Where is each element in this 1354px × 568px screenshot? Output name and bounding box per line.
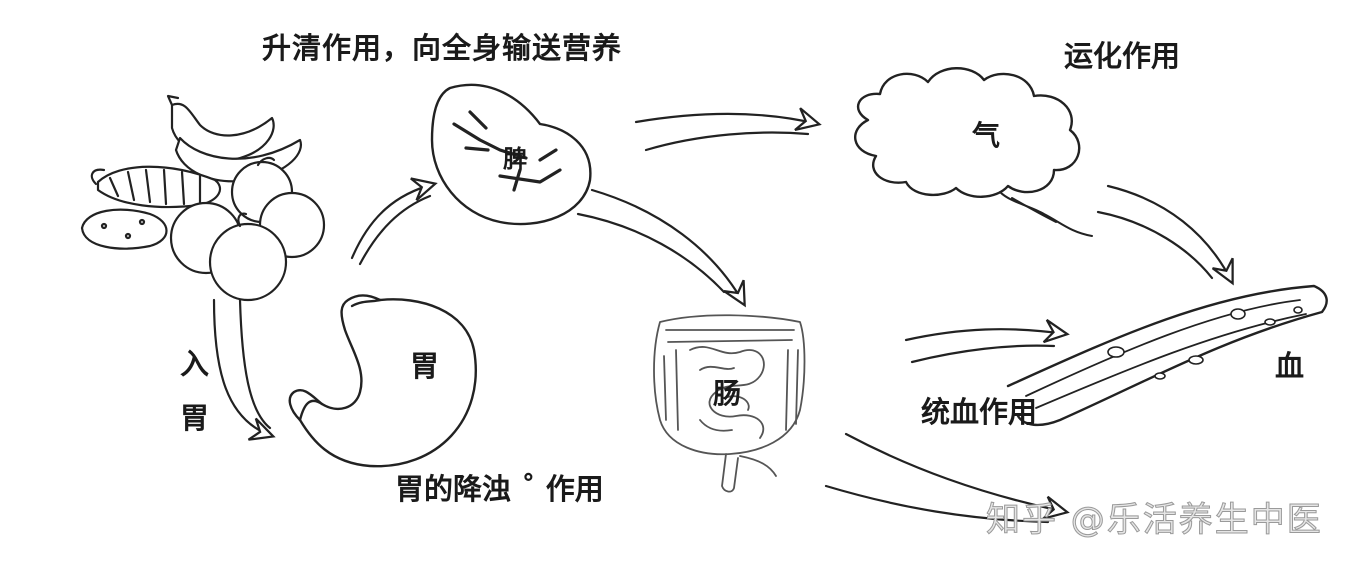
ru-label: 入 <box>180 347 210 381</box>
tongxue-label: 统血作用 <box>921 395 1038 429</box>
wei-left-label: 胃 <box>180 401 210 435</box>
food-illustration <box>80 94 326 302</box>
jiangzhuo-label: 胃的降浊 ˚ 作用 <box>395 472 604 506</box>
blood-vessel-illustration <box>1006 284 1328 427</box>
pi-label: 脾 <box>503 145 527 173</box>
arrow-qi-to-blood <box>1106 184 1234 286</box>
intestine-illustration <box>653 314 806 493</box>
intestine-label: 肠 <box>713 377 742 410</box>
arrow-intestine-out <box>844 432 1070 520</box>
arrow-qi-to-blood-line2 <box>1096 210 1214 280</box>
arrow-stomach-to-spleen <box>350 177 438 260</box>
yunhua-label: 运化作用 <box>1064 39 1181 73</box>
arrow-intestine-out-line2 <box>824 484 1050 524</box>
arrow-spleen-to-intestine <box>590 188 746 308</box>
watermark: 知乎 @乐活养生中医 <box>986 500 1323 541</box>
stomach-illustration <box>288 294 477 468</box>
arrow-intestine-to-blood <box>904 319 1070 344</box>
qi-label: 气 <box>972 119 1001 152</box>
top-caption: 升清作用，向全身输送营养 <box>262 31 623 65</box>
spleen-illustration <box>430 83 592 226</box>
arrow-spleen-to-qi <box>634 107 822 132</box>
arrow-stomach-to-spleen-line2 <box>358 194 432 266</box>
arrow-food-to-stomach-line2 <box>238 298 272 430</box>
arrow-spleen-to-intestine-line2 <box>576 212 726 294</box>
qi-cloud-illustration <box>854 67 1093 237</box>
arrow-intestine-to-blood-line2 <box>910 344 1056 364</box>
arrow-food-to-stomach <box>212 298 276 441</box>
arrow-spleen-to-qi-line2 <box>644 131 810 152</box>
blood-label: 血 <box>1275 349 1305 383</box>
stomach-label: 胃 <box>410 349 440 383</box>
